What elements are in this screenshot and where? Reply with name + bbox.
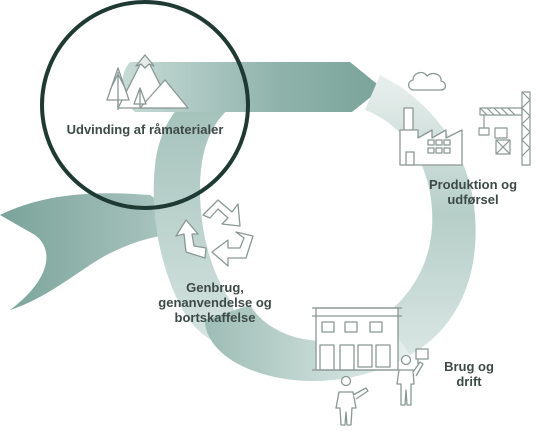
stage-use-line1: Brug og bbox=[444, 359, 494, 374]
stage-extraction-label: Udvinding af råmaterialer bbox=[66, 122, 224, 137]
arrow-band-inner bbox=[153, 75, 250, 352]
recycle-icon bbox=[175, 199, 254, 267]
stage-recycling-line3: bortskaffelse bbox=[174, 310, 256, 325]
stage-use-line2: drift bbox=[456, 374, 482, 389]
highlight-ring bbox=[40, 0, 250, 210]
stage-recycling-label: Genbrug, genanvendelse og bortskaffelse bbox=[140, 280, 290, 325]
people-icon bbox=[335, 348, 429, 426]
crane-icon bbox=[478, 91, 531, 166]
stage-production-label: Produktion og udførsel bbox=[418, 177, 528, 207]
mountains-trees-icon bbox=[106, 54, 189, 110]
stage-production-line1: Produktion og bbox=[428, 177, 518, 192]
stage-use-label: Brug og drift bbox=[434, 359, 504, 389]
stage-recycling-line1: Genbrug, bbox=[186, 280, 244, 295]
stage-recycling-line2: genanvendelse og bbox=[158, 295, 272, 310]
arrow-band-left bbox=[0, 193, 200, 310]
arrow-band-top bbox=[122, 62, 382, 112]
stage-production-line2: udførsel bbox=[447, 192, 499, 207]
factory-icon bbox=[399, 71, 463, 166]
building-icon bbox=[312, 307, 402, 371]
